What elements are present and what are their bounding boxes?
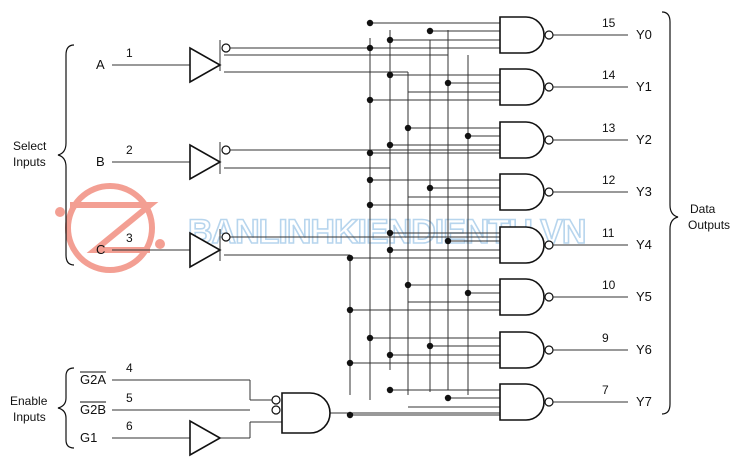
- output-y5-label: Y5: [636, 289, 652, 304]
- junction-dot: [386, 36, 394, 44]
- output-y6-pin: 9: [602, 331, 609, 345]
- watermark-logo-icon: [55, 183, 165, 273]
- enable-g2a-label: G2A: [80, 372, 106, 387]
- enable-g1-buffer: [189, 419, 222, 457]
- data-outputs-group: Data Outputs: [661, 11, 730, 415]
- junction-dot: [366, 201, 374, 209]
- junction-dot: [386, 351, 394, 359]
- output-y7-label: Y7: [636, 394, 652, 409]
- junction-dot: [404, 281, 412, 289]
- and-gate-y7: [499, 383, 545, 421]
- junction-dot: [366, 149, 374, 157]
- output-y1-pin: 14: [602, 68, 616, 82]
- output-y4-label: Y4: [636, 237, 652, 252]
- junction-dot: [444, 237, 452, 245]
- output-y6-bubble: [544, 345, 554, 355]
- input-c-buffer: [189, 231, 222, 269]
- and-gate-y1: [499, 68, 545, 106]
- output-y2-bubble: [544, 135, 554, 145]
- input-b-buffer: [189, 143, 222, 181]
- junction-dot: [346, 254, 354, 262]
- junction-dot: [404, 124, 412, 132]
- output-y3-label: Y3: [636, 184, 652, 199]
- input-b-pin: 2: [126, 143, 133, 157]
- junction-dot: [426, 184, 434, 192]
- input-a-label: A: [96, 57, 105, 72]
- and-gate-y6: [499, 331, 545, 369]
- junction-dot: [386, 71, 394, 79]
- output-y3-pin: 12: [602, 173, 616, 187]
- junction-dot: [386, 246, 394, 254]
- enable-g1-pin: 6: [126, 419, 133, 433]
- input-a-buffer: [189, 46, 222, 84]
- enable-and-gate: [281, 392, 331, 434]
- input-a-inverted-bubble: [221, 43, 231, 53]
- output-y7-bubble: [544, 397, 554, 407]
- and-gate-y2: [499, 121, 545, 159]
- junction-dot: [444, 394, 452, 402]
- gates: [189, 16, 554, 457]
- outputs-brace: [661, 11, 679, 415]
- and-gate-y3: [499, 173, 545, 211]
- enable-g2b-label: G2B: [80, 402, 106, 417]
- output-y7-pin: 7: [602, 383, 609, 397]
- and-gate-y4: [499, 226, 545, 264]
- output-y0-label: Y0: [636, 27, 652, 42]
- output-y0-pin: 15: [602, 16, 616, 30]
- junction-dot: [386, 141, 394, 149]
- and-gate-y0: [499, 16, 545, 54]
- enable-g2b-pin: 5: [126, 391, 133, 405]
- junctions: [346, 19, 472, 419]
- junction-dot: [366, 176, 374, 184]
- select-title-line1: Select: [13, 139, 47, 153]
- input-c-label: C: [96, 242, 105, 257]
- select-inputs-group: Select Inputs: [13, 44, 75, 266]
- junction-dot: [464, 289, 472, 297]
- junction-dot: [346, 306, 354, 314]
- g2a-bubble: [271, 395, 281, 405]
- input-b-label: B: [96, 154, 105, 169]
- enable-title-line2: Inputs: [13, 410, 46, 424]
- junction-dot: [386, 386, 394, 394]
- enable-g1-label: G1: [80, 430, 97, 445]
- output-y6-label: Y6: [636, 342, 652, 357]
- output-y1-bubble: [544, 82, 554, 92]
- junction-dot: [426, 342, 434, 350]
- select-title-line2: Inputs: [13, 155, 46, 169]
- enable-brace: [57, 367, 75, 449]
- output-y4-bubble: [544, 240, 554, 250]
- output-y3-bubble: [544, 187, 554, 197]
- outputs-title-line2: Outputs: [688, 218, 730, 232]
- junction-dot: [366, 334, 374, 342]
- junction-dot: [464, 132, 472, 140]
- input-b-inverted-bubble: [221, 145, 231, 155]
- enable-inputs-group: Enable Inputs: [10, 367, 75, 449]
- junction-dot: [366, 96, 374, 104]
- input-a-pin: 1: [126, 46, 133, 60]
- enable-g2a-pin: 4: [126, 361, 133, 375]
- enable-title-line1: Enable: [10, 394, 48, 408]
- junction-dot: [386, 229, 394, 237]
- junction-dot: [346, 359, 354, 367]
- output-y5-pin: 10: [602, 278, 616, 292]
- output-y4-pin: 11: [602, 226, 615, 240]
- input-c-inverted-bubble: [221, 232, 231, 242]
- output-y5-bubble: [544, 292, 554, 302]
- junction-dot: [444, 79, 452, 87]
- output-y0-bubble: [544, 30, 554, 40]
- output-y2-label: Y2: [636, 132, 652, 147]
- output-y1-label: Y1: [636, 79, 652, 94]
- select-brace: [57, 44, 75, 266]
- junction-dot: [346, 411, 354, 419]
- input-c-pin: 3: [126, 231, 133, 245]
- junction-dot: [426, 27, 434, 35]
- and-gate-y5: [499, 278, 545, 316]
- g2b-bubble: [271, 405, 281, 415]
- output-y2-pin: 13: [602, 121, 616, 135]
- junction-dot: [366, 19, 374, 27]
- junction-dot: [366, 44, 374, 52]
- outputs-title-line1: Data: [690, 202, 716, 216]
